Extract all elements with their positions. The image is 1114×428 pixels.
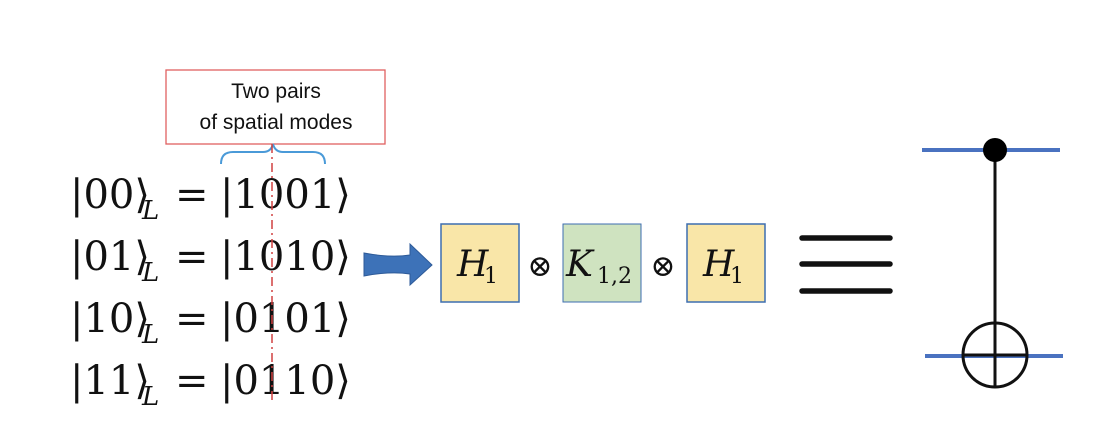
state-lhs: |00⟩ (70, 172, 150, 218)
state-rhs: |0110⟩ (220, 358, 351, 404)
state-subscript: L (141, 258, 159, 288)
gate-sequence: H 1 ⊗ K 1,2 ⊗ H 1 (440, 223, 766, 303)
state-rhs: |1001⟩ (220, 172, 351, 218)
state-equals: = (175, 172, 209, 218)
gate-symbol: H (456, 244, 489, 285)
gate-subscript: 1 (484, 264, 498, 289)
state-subscript: L (141, 382, 159, 412)
control-dot-icon (983, 138, 1007, 162)
gate-h1-left (440, 223, 520, 303)
tensor-product-symbol: ⊗ (527, 249, 552, 284)
state-equals: = (175, 358, 209, 404)
state-subscript: L (141, 320, 159, 350)
callout-line-2: of spatial modes (200, 111, 353, 134)
state-lhs: |10⟩ (70, 296, 150, 342)
state-lhs: |11⟩ (70, 358, 150, 404)
gate-k12 (562, 223, 642, 303)
gate-symbol: K (565, 244, 595, 285)
state-rhs: |0101⟩ (220, 296, 351, 342)
gate-subscript: 1,2 (597, 264, 632, 289)
right-arrow-icon (363, 242, 433, 287)
callout-box (165, 69, 386, 145)
mode-brace (220, 143, 326, 165)
callout-line-1: Two pairs (231, 80, 321, 103)
callout: Two pairs of spatial modes (165, 69, 386, 145)
state-equations: |00⟩ L = |1001⟩ |01⟩ L = |1010⟩ |10⟩ L =… (70, 172, 351, 412)
gate-subscript: 1 (730, 264, 744, 289)
state-lhs: |01⟩ (70, 234, 150, 280)
cnot-circuit (922, 138, 1063, 389)
state-equals: = (175, 296, 209, 342)
gate-h1-right (686, 223, 766, 303)
state-rhs: |1010⟩ (220, 234, 351, 280)
state-subscript: L (141, 196, 159, 226)
equivalence-icon (799, 235, 893, 294)
gate-symbol: H (702, 244, 735, 285)
tensor-product-symbol: ⊗ (650, 249, 675, 284)
state-equals: = (175, 234, 209, 280)
